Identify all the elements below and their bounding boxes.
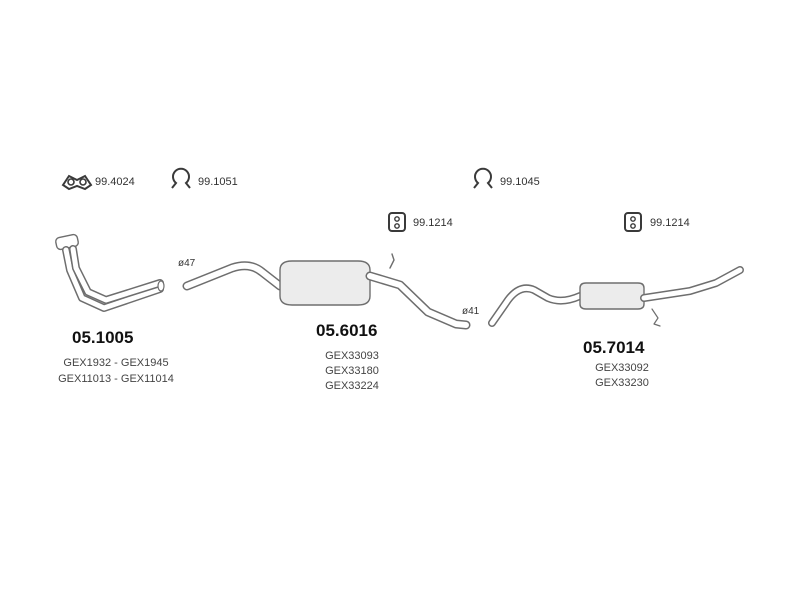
pipe-diameter-label: ø41	[462, 306, 480, 317]
oe-reference: GEX1932 - GEX1945	[63, 357, 169, 369]
oe-reference: GEX33093	[325, 350, 379, 362]
clamp-part-number: 99.1051	[198, 176, 238, 188]
mount-part-number: 99.1214	[413, 217, 453, 229]
center-silencer-part-number: 05.6016	[316, 321, 378, 340]
pipe-diameter-label: ø47	[178, 258, 196, 269]
clamp-part-number: 99.1045	[500, 176, 540, 188]
clamp-icon	[473, 167, 493, 189]
front-pipe-part-number: 05.1005	[72, 328, 134, 347]
mount-part-number: 99.1214	[650, 217, 690, 229]
front-pipe-drawing	[55, 233, 165, 312]
rear-silencer-part-number: 05.7014	[583, 338, 645, 357]
gasket-part-number: 99.4024	[95, 176, 135, 188]
oe-reference: GEX33092	[595, 362, 649, 374]
center-silencer-drawing	[182, 253, 471, 330]
clamp-icon	[171, 167, 191, 189]
oe-reference: GEX33230	[595, 377, 649, 389]
oe-reference: GEX33180	[325, 365, 379, 377]
rear-silencer-drawing	[488, 266, 744, 327]
oe-reference: GEX33224	[325, 380, 379, 392]
rubber-mount-icon	[388, 212, 406, 232]
oe-reference: GEX11013 - GEX11014	[58, 373, 174, 385]
gasket-icon	[61, 174, 93, 191]
rubber-mount-icon	[624, 212, 642, 232]
